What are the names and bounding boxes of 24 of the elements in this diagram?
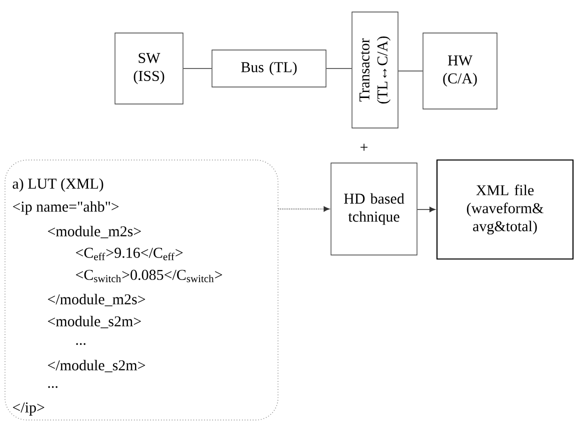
code-line: <C$_{switch}$>0.085</C$_{switch}$>: [76, 270, 222, 282]
code-line: </ip>: [12, 402, 44, 416]
process-box: HD based tchnique: [330, 162, 418, 256]
code-panel: [4, 160, 278, 420]
process-box: HW (C/A): [422, 32, 498, 110]
output-box: XML file (waveform& avg&total): [436, 159, 574, 260]
arrow: [416, 206, 436, 212]
arrow: [278, 206, 330, 212]
code-line: <C$_{eff}$>9.16</C$_{eff}$>: [76, 248, 183, 260]
code-line: </module_m2s>: [48, 294, 146, 306]
code-line: <module_m2s>: [48, 226, 141, 238]
plus-sign: +: [360, 144, 368, 151]
connector-line: [182, 68, 212, 69]
code-line: <ip name="ahb">: [12, 201, 119, 215]
code-line: </module_s2m>: [48, 360, 146, 372]
connector-line: [326, 68, 352, 69]
panel-heading: a) LUT (XML): [12, 178, 104, 192]
process-box: SW (ISS): [114, 32, 184, 104]
code-line: ...: [76, 343, 86, 345]
code-line: ...: [48, 386, 58, 388]
code-line: <module_s2m>: [48, 316, 141, 328]
connector-line: [398, 70, 424, 72]
process-box: Bus (TL): [212, 50, 326, 88]
process-box: Transactor (TL↔C/A): [352, 12, 398, 128]
